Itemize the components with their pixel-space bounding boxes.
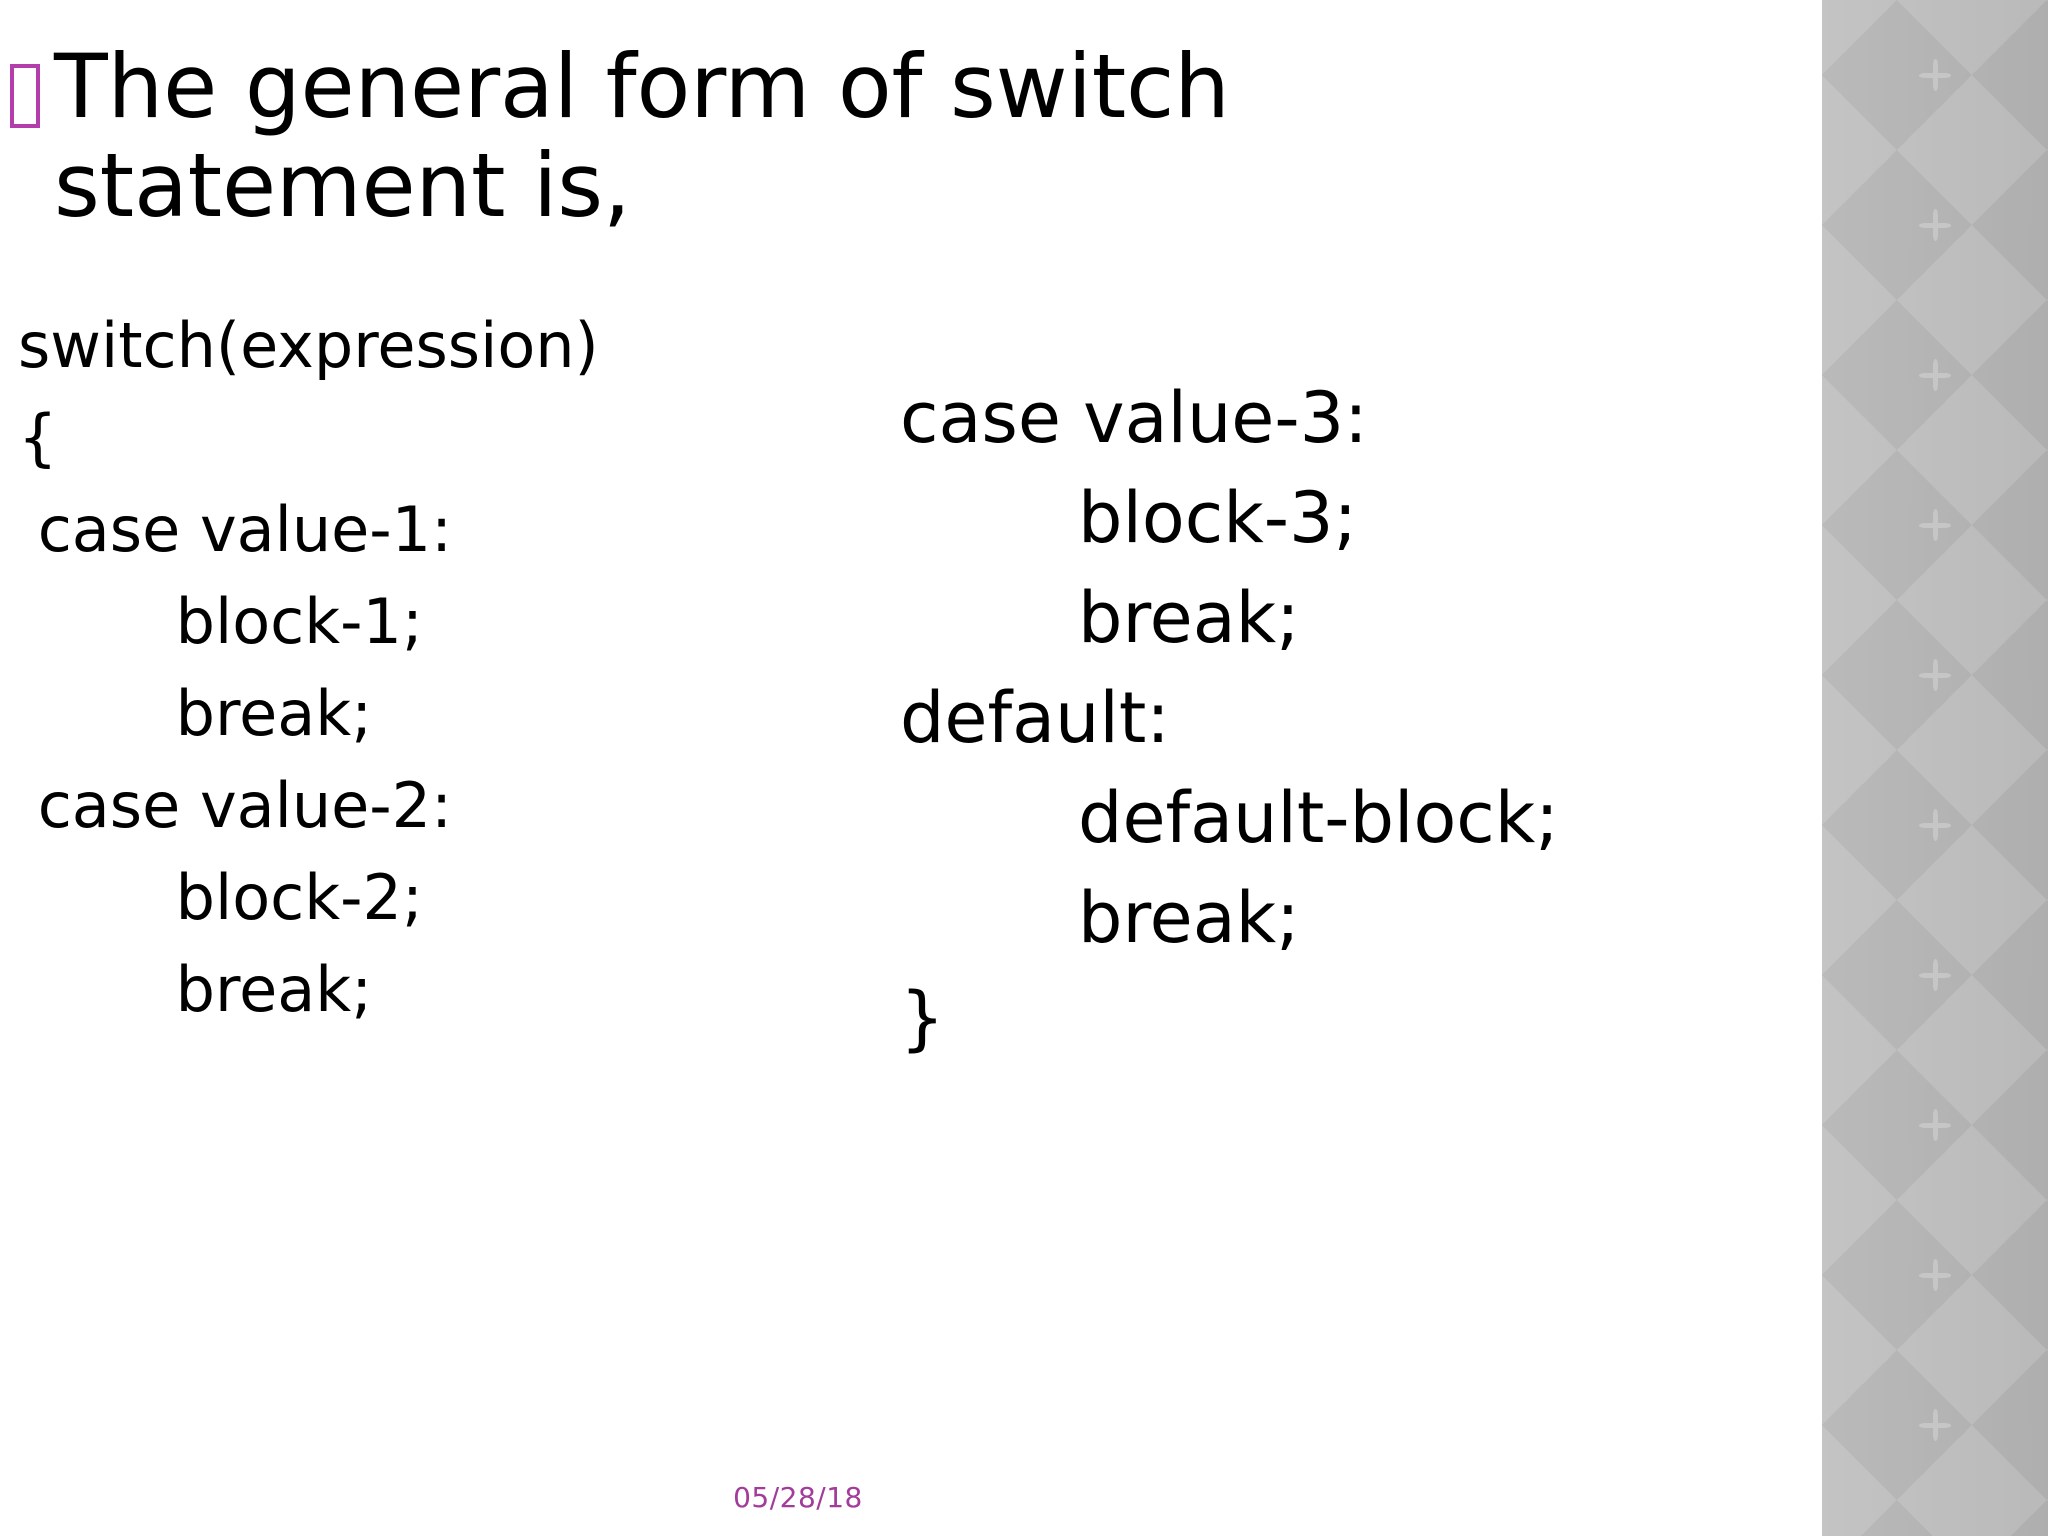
code-block-right: case value-3: block-3; break; default: d…: [900, 368, 1780, 1068]
code-line: block-3;: [900, 477, 1358, 559]
code-line: default-block;: [900, 777, 1559, 859]
four-point-star-motif: [1915, 1405, 1955, 1445]
four-point-star-motif: [1915, 205, 1955, 245]
code-line: }: [900, 977, 945, 1059]
code-line: switch(expression): [18, 309, 599, 382]
code-line: case value-1:: [18, 493, 452, 566]
star-motif-layer: [1822, 0, 2048, 1536]
decorative-side-panel: [1822, 0, 2048, 1536]
four-point-star-motif: [1915, 1255, 1955, 1295]
code-line: break;: [900, 877, 1300, 959]
code-line: case value-3:: [900, 377, 1368, 459]
page-title: The general form of switch statement is,: [54, 35, 1230, 237]
code-line: case value-2:: [18, 769, 452, 842]
code-line: block-2;: [18, 861, 423, 934]
slide-content-area: The general form of switch statement is,…: [0, 35, 1780, 1514]
code-block-left: switch(expression) { case value-1: block…: [18, 300, 778, 1036]
four-point-star-motif: [1915, 505, 1955, 545]
code-line: break;: [18, 953, 373, 1026]
bullet-box-icon: [10, 64, 40, 128]
code-line: default:: [900, 677, 1170, 759]
four-point-star-motif: [1915, 655, 1955, 695]
four-point-star-motif: [1915, 955, 1955, 995]
four-point-star-motif: [1915, 805, 1955, 845]
code-line: break;: [18, 677, 373, 750]
slide-date: 05/28/18: [733, 1481, 863, 1514]
four-point-star-motif: [1915, 55, 1955, 95]
four-point-star-motif: [1915, 1105, 1955, 1145]
four-point-star-motif: [1915, 355, 1955, 395]
slide-title-block: The general form of switch statement is,: [0, 35, 1400, 237]
code-line: {: [18, 401, 58, 474]
code-line: block-1;: [18, 585, 423, 658]
code-line: break;: [900, 577, 1300, 659]
